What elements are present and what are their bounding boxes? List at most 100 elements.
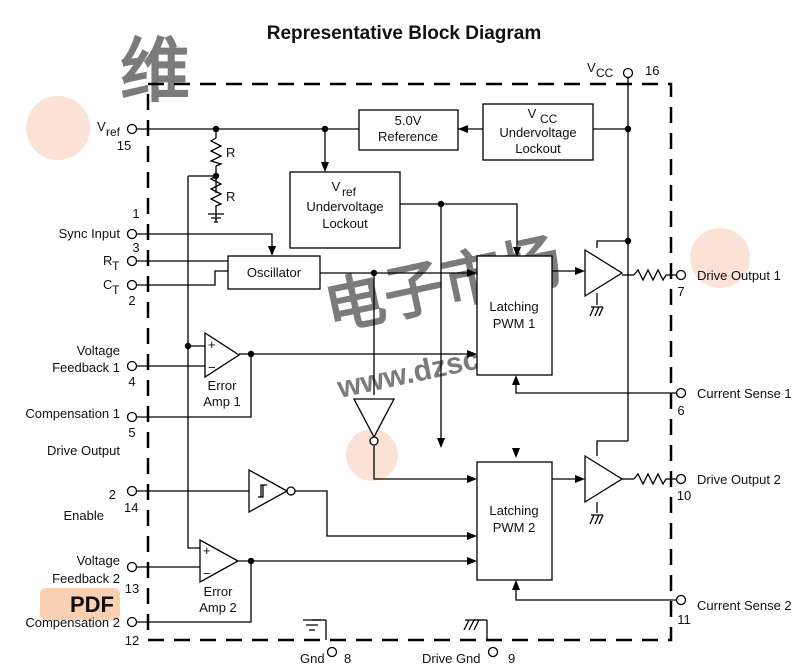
latching-pwm-1-block: Latching PWM 1 xyxy=(476,255,553,376)
svg-text:Reference: Reference xyxy=(378,129,438,144)
svg-text:3: 3 xyxy=(132,240,139,255)
pin-drive-output-2-enable: Drive Output 2 Enable 14 xyxy=(47,443,138,523)
svg-text:Latching: Latching xyxy=(489,503,538,518)
svg-text:Oscillator: Oscillator xyxy=(247,265,302,280)
svg-text:V: V xyxy=(97,119,106,134)
svg-text:C: C xyxy=(103,277,112,292)
pin-vcc: V CC 16 xyxy=(587,60,659,80)
pin-vref: V ref 15 xyxy=(97,119,138,153)
latching-pwm-2-block: Latching PWM 2 xyxy=(476,461,553,581)
svg-text:T: T xyxy=(112,259,120,273)
vref-undervoltage-lockout-block: V ref Undervoltage Lockout xyxy=(289,171,401,249)
pin-sync-input: 1 Sync Input 3 xyxy=(59,206,140,255)
svg-text:Undervoltage: Undervoltage xyxy=(499,125,576,140)
svg-text:Lockout: Lockout xyxy=(322,216,368,231)
svg-text:16: 16 xyxy=(645,63,659,78)
svg-text:V: V xyxy=(332,179,341,194)
output-resistor-1 xyxy=(633,268,667,282)
svg-text:Sync Input: Sync Input xyxy=(59,226,121,241)
svg-text:2: 2 xyxy=(128,293,135,308)
svg-text:Compensation 2: Compensation 2 xyxy=(25,615,120,630)
arrowheads xyxy=(268,125,585,590)
pin-compensation-1: Compensation 1 5 xyxy=(25,406,138,440)
resistor-r1 xyxy=(209,137,223,167)
watermark-badge: PDF xyxy=(70,592,114,617)
output-driver-2 xyxy=(584,454,624,525)
pin-voltage-feedback-1: Voltage Feedback 1 4 xyxy=(52,343,138,389)
svg-text:5.0V: 5.0V xyxy=(395,113,422,128)
svg-text:V: V xyxy=(528,106,537,121)
svg-text:15: 15 xyxy=(117,138,131,153)
svg-text:PWM 1: PWM 1 xyxy=(493,316,536,331)
error-amp-1: + − Error Amp 1 xyxy=(203,331,241,409)
drive-gnd-symbol-icon xyxy=(463,619,481,631)
svg-text:T: T xyxy=(112,283,120,297)
svg-text:+: + xyxy=(208,337,216,352)
svg-text:ref: ref xyxy=(342,185,357,199)
pin-current-sense-1: Current Sense 1 6 xyxy=(675,386,792,418)
junction-dots xyxy=(184,125,632,565)
svg-text:CC: CC xyxy=(596,66,614,80)
pin-drive-output-2: Drive Output 2 10 xyxy=(675,472,781,503)
svg-text:Drive Output 1: Drive Output 1 xyxy=(697,268,781,283)
diagram-title: Representative Block Diagram xyxy=(267,23,542,44)
error-amp-2: + − Error Amp 2 xyxy=(199,538,240,615)
svg-text:9: 9 xyxy=(508,651,515,666)
svg-text:Undervoltage: Undervoltage xyxy=(306,199,383,214)
output-driver-1 xyxy=(584,248,624,317)
svg-text:Error: Error xyxy=(204,584,234,599)
output-resistor-2 xyxy=(633,472,667,486)
svg-text:8: 8 xyxy=(344,651,351,666)
svg-text:Drive Gnd: Drive Gnd xyxy=(422,651,481,666)
svg-text:10: 10 xyxy=(677,488,691,503)
pin-gnd: Gnd 8 xyxy=(300,646,351,666)
pin-current-sense-2: Current Sense 2 11 xyxy=(675,594,792,627)
svg-text:13: 13 xyxy=(125,581,139,596)
pin-rt: R T xyxy=(103,253,138,273)
pin-drive-output-1: Drive Output 1 7 xyxy=(675,268,781,299)
svg-text:−: − xyxy=(203,566,211,581)
svg-text:Current Sense 1: Current Sense 1 xyxy=(697,386,792,401)
svg-text:Voltage: Voltage xyxy=(77,553,120,568)
svg-text:11: 11 xyxy=(677,612,691,627)
reference-block: 5.0V Reference xyxy=(358,109,459,151)
gnd-symbol-icon xyxy=(303,619,321,631)
svg-text:5: 5 xyxy=(128,425,135,440)
svg-text:Error: Error xyxy=(208,378,238,393)
svg-text:Amp 1: Amp 1 xyxy=(203,394,241,409)
svg-text:Feedback 2: Feedback 2 xyxy=(52,571,120,586)
pin-drive-gnd: Drive Gnd 9 xyxy=(422,646,515,666)
svg-text:CC: CC xyxy=(540,112,558,126)
svg-text:维: 维 xyxy=(120,32,190,110)
svg-text:Latching: Latching xyxy=(489,299,538,314)
svg-text:+: + xyxy=(203,543,211,558)
oscillator-block: Oscillator xyxy=(227,255,321,290)
svg-text:−: − xyxy=(208,360,216,375)
schmitt-trigger-inverter xyxy=(248,468,296,514)
svg-text:PWM 2: PWM 2 xyxy=(493,520,536,535)
svg-text:Gnd: Gnd xyxy=(300,651,325,666)
resistor-r2-label: R xyxy=(226,189,235,204)
svg-text:2: 2 xyxy=(109,487,116,502)
svg-text:Feedback 1: Feedback 1 xyxy=(52,360,120,375)
svg-text:4: 4 xyxy=(128,374,135,389)
svg-text:ref: ref xyxy=(106,125,121,139)
pin-voltage-feedback-2: Voltage Feedback 2 13 xyxy=(52,553,139,596)
svg-text:14: 14 xyxy=(124,500,138,515)
svg-text:Drive Output: Drive Output xyxy=(47,443,120,458)
ground-icon xyxy=(208,213,224,223)
resistor-r1-label: R xyxy=(226,145,235,160)
svg-text:R: R xyxy=(103,253,112,268)
svg-text:Voltage: Voltage xyxy=(77,343,120,358)
svg-text:Drive Output 2: Drive Output 2 xyxy=(697,472,781,487)
svg-text:Current Sense 2: Current Sense 2 xyxy=(697,598,792,613)
svg-text:12: 12 xyxy=(125,633,139,648)
vcc-undervoltage-lockout-block: V CC Undervoltage Lockout xyxy=(482,103,594,161)
chip-boundary xyxy=(146,82,673,642)
pin-compensation-2: Compensation 2 12 xyxy=(25,615,139,648)
svg-text:Amp 2: Amp 2 xyxy=(199,600,237,615)
pin-ct: C T 2 xyxy=(103,277,138,308)
svg-text:Enable: Enable xyxy=(64,508,104,523)
